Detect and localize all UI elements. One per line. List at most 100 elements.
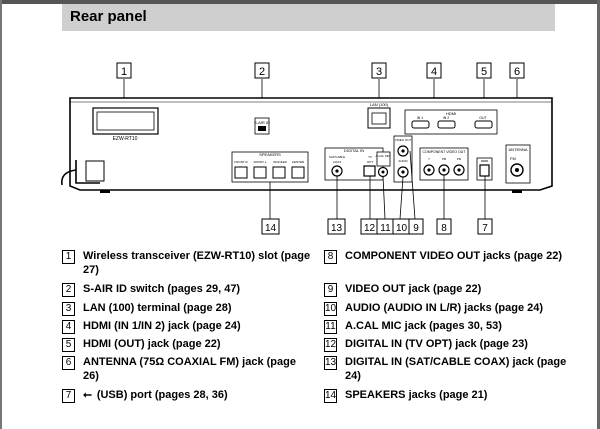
svg-text:7: 7 bbox=[482, 223, 488, 234]
svg-text:DIGITAL IN: DIGITAL IN bbox=[344, 148, 364, 153]
callout-leaders-bottom bbox=[269, 150, 486, 220]
callout-box-9: 9 bbox=[408, 218, 424, 235]
callout-box-10: 10 bbox=[392, 218, 411, 235]
frame-left-border bbox=[0, 0, 2, 429]
legend-item-13: 13 DIGITAL IN (SAT/CABLE COAX) jack (pag… bbox=[324, 355, 579, 383]
component-video-jacks: COMPONENT VIDEO OUT Y PB PR bbox=[419, 147, 469, 181]
svg-text:IN 2: IN 2 bbox=[443, 116, 449, 120]
lan-terminal: LAN (100) bbox=[367, 102, 391, 129]
svg-text:SAT/CABLE: SAT/CABLE bbox=[329, 155, 345, 159]
legend-number: 1 bbox=[62, 250, 75, 264]
legend-text: HDMI (OUT) jack (page 22) bbox=[83, 338, 221, 350]
video-audio-jacks: VIDEO OUT AUDIO bbox=[393, 135, 413, 183]
legend-number: 14 bbox=[324, 389, 337, 403]
svg-text:1: 1 bbox=[121, 66, 127, 78]
svg-text:OUT: OUT bbox=[479, 116, 487, 120]
rear-panel-diagram: 1 2 3 4 5 6 EZW-RT10 S-AIR ID LAN (100) … bbox=[60, 62, 553, 235]
svg-text:S-AIR ID: S-AIR ID bbox=[254, 120, 270, 125]
legend-item-14: 14 SPEAKERS jacks (page 21) bbox=[324, 388, 579, 403]
svg-text:Y: Y bbox=[428, 157, 430, 161]
legend-text: SPEAKERS jacks (page 21) bbox=[345, 389, 488, 401]
legend-item-10: 10 AUDIO (AUDIO IN L/R) jacks (page 24) bbox=[324, 301, 579, 316]
svg-text:2: 2 bbox=[259, 66, 265, 78]
svg-text:IN 1: IN 1 bbox=[417, 116, 423, 120]
svg-text:ANTENNA: ANTENNA bbox=[508, 147, 527, 152]
power-cord bbox=[60, 160, 100, 186]
legend-item-5: 5 HDMI (OUT) jack (page 22) bbox=[62, 337, 312, 352]
svg-text:10: 10 bbox=[396, 223, 408, 234]
frame-top-border bbox=[0, 0, 600, 4]
legend-number: 10 bbox=[324, 302, 337, 316]
antenna-jack: ANTENNA FM bbox=[505, 144, 531, 184]
legend-item-9: 9 VIDEO OUT jack (page 22) bbox=[324, 282, 579, 297]
svg-text:12: 12 bbox=[364, 223, 376, 234]
svg-text:PR: PR bbox=[457, 157, 462, 161]
legend-number: 3 bbox=[62, 302, 75, 316]
callout-box-2: 2 bbox=[254, 62, 270, 79]
legend-text: Wireless transceiver (EZW-RT10) slot (pa… bbox=[83, 250, 311, 276]
callout-box-7: 7 bbox=[477, 218, 493, 235]
legend-item-1: 1 Wireless transceiver (EZW-RT10) slot (… bbox=[62, 249, 312, 277]
svg-text:11: 11 bbox=[380, 223, 391, 234]
svg-text:EZW-RT10: EZW-RT10 bbox=[113, 136, 138, 142]
legend-number: 8 bbox=[324, 250, 337, 264]
callout-box-1: 1 bbox=[116, 62, 132, 79]
legend-number: 7 bbox=[62, 389, 75, 403]
legend-text: DIGITAL IN (SAT/CABLE COAX) jack (page 2… bbox=[345, 356, 567, 382]
legend-item-7: 7 ⭠ (USB) port (pages 28, 36) bbox=[62, 388, 312, 403]
legend-item-11: 11 A.CAL MIC jack (pages 30, 53) bbox=[324, 319, 579, 334]
chassis-foot-right bbox=[512, 190, 522, 193]
legend-text: HDMI (IN 1/IN 2) jack (page 24) bbox=[83, 320, 241, 332]
legend-item-3: 3 LAN (100) terminal (page 28) bbox=[62, 301, 312, 316]
usb-port bbox=[476, 157, 493, 181]
legend-number: 9 bbox=[324, 283, 337, 297]
legend-text: ANTENNA (75Ω COAXIAL FM) jack (page 26) bbox=[83, 356, 296, 382]
callout-box-8: 8 bbox=[436, 218, 452, 235]
usb-icon: ⭠ bbox=[83, 389, 92, 401]
chassis-foot-left bbox=[100, 190, 110, 193]
speakers-terminals: SPEAKERS FRONT R FRONT L WOOFER CENTER bbox=[231, 151, 309, 183]
svg-text:FM: FM bbox=[510, 156, 516, 161]
svg-text:3: 3 bbox=[376, 66, 382, 78]
page-title: Rear panel bbox=[70, 8, 147, 25]
hdmi-jacks: HDMI IN 1 IN 2 OUT bbox=[404, 109, 498, 135]
svg-text:PB: PB bbox=[442, 157, 446, 161]
legend-text: A.CAL MIC jack (pages 30, 53) bbox=[345, 320, 502, 332]
callout-box-12: 12 bbox=[360, 218, 379, 235]
legend-text: S-AIR ID switch (pages 29, 47) bbox=[83, 283, 241, 295]
legend: 1 Wireless transceiver (EZW-RT10) slot (… bbox=[62, 249, 582, 424]
svg-text:13: 13 bbox=[331, 223, 343, 234]
callout-box-14: 14 bbox=[261, 218, 280, 235]
callout-box-3: 3 bbox=[371, 62, 387, 79]
svg-text:5: 5 bbox=[481, 66, 487, 78]
sair-id-switch: S-AIR ID bbox=[254, 117, 270, 135]
legend-number: 6 bbox=[62, 356, 75, 370]
callout-box-11: 11 bbox=[376, 218, 395, 235]
svg-text:COAX: COAX bbox=[333, 160, 342, 164]
legend-text: LAN (100) terminal (page 28) bbox=[83, 302, 232, 314]
legend-number: 5 bbox=[62, 338, 75, 352]
callout-box-6: 6 bbox=[509, 62, 525, 79]
svg-text:COMPONENT VIDEO OUT: COMPONENT VIDEO OUT bbox=[423, 150, 467, 154]
svg-text:8: 8 bbox=[441, 223, 447, 234]
legend-text: (USB) port (pages 28, 36) bbox=[96, 389, 228, 401]
legend-item-4: 4 HDMI (IN 1/IN 2) jack (page 24) bbox=[62, 319, 312, 334]
legend-number: 13 bbox=[324, 356, 337, 370]
svg-text:6: 6 bbox=[514, 66, 520, 78]
svg-text:TV: TV bbox=[368, 155, 372, 159]
svg-text:9: 9 bbox=[413, 223, 419, 234]
svg-text:AUDIO: AUDIO bbox=[398, 159, 408, 163]
transceiver-slot: EZW-RT10 bbox=[92, 107, 159, 142]
legend-text: VIDEO OUT jack (page 22) bbox=[345, 283, 482, 295]
legend-number: 4 bbox=[62, 320, 75, 334]
svg-text:SPEAKERS: SPEAKERS bbox=[259, 152, 281, 157]
section-header-bar bbox=[62, 4, 555, 31]
svg-text:FRONT L: FRONT L bbox=[254, 160, 267, 164]
callout-box-13: 13 bbox=[327, 218, 346, 235]
callout-box-5: 5 bbox=[476, 62, 492, 79]
svg-text:VIDEO OUT: VIDEO OUT bbox=[395, 138, 412, 142]
legend-item-8: 8 COMPONENT VIDEO OUT jacks (page 22) bbox=[324, 249, 579, 264]
legend-text: DIGITAL IN (TV OPT) jack (page 23) bbox=[345, 338, 528, 350]
svg-text:FRONT R: FRONT R bbox=[234, 160, 248, 164]
legend-item-6: 6 ANTENNA (75Ω COAXIAL FM) jack (page 26… bbox=[62, 355, 312, 383]
